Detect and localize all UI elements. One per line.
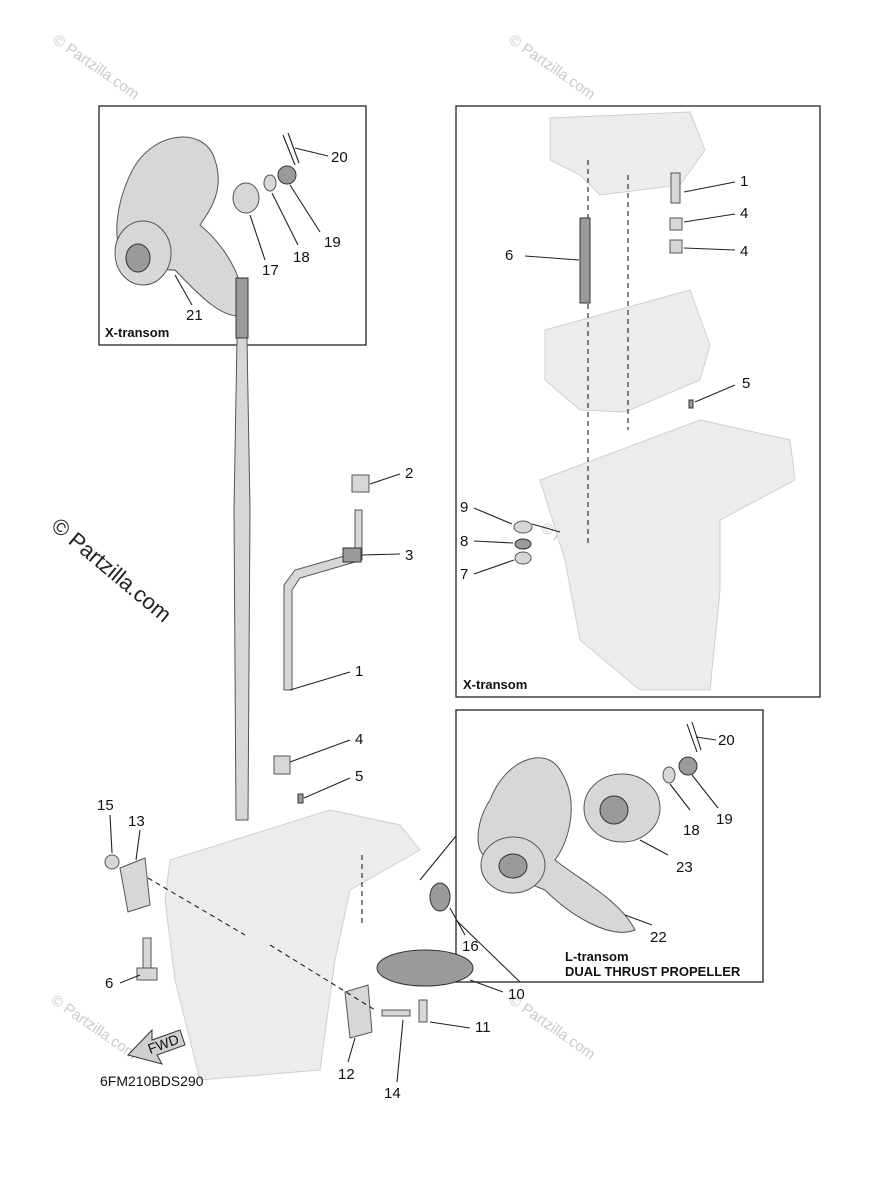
callout-m-16: 16 [462, 938, 479, 955]
callout-br-20: 20 [718, 732, 735, 749]
washer-8-inset [514, 538, 532, 550]
callout-m-4: 4 [355, 731, 363, 748]
inset-top-left-frame [98, 105, 367, 346]
anode-13 [119, 857, 151, 913]
stud-bolt-6-inset [579, 217, 591, 304]
callout-br-23: 23 [676, 859, 693, 876]
upper-casing-ghost [549, 111, 706, 196]
callout-tr-1: 1 [740, 173, 748, 190]
water-pipe-1 [283, 509, 363, 691]
callout-tr-4a: 4 [740, 205, 748, 222]
main-assembly: 2 3 1 4 5 15 13 6 16 10 11 12 14 FWD 6FM… [97, 277, 525, 1102]
watermark-top-left: © Partzilla.com [50, 31, 143, 103]
nut-7-inset [514, 551, 532, 565]
washer-16 [429, 882, 451, 912]
watermark-main: © Partzilla.com [47, 513, 177, 627]
propeller-22-bore [498, 853, 528, 879]
anode-12 [344, 984, 373, 1039]
pin-5-inset [688, 399, 694, 409]
inset-top-left-caption: X-transom [105, 325, 169, 340]
callout-br-18: 18 [683, 822, 700, 839]
callout-tl-17: 17 [262, 262, 279, 279]
inset-bottom-right-caption-1: L-transom [565, 949, 629, 964]
cotter-pin-20 [282, 132, 300, 166]
drive-shaft-splines [235, 277, 249, 339]
bolt-11 [418, 999, 428, 1023]
callout-br-19: 19 [716, 811, 733, 828]
inset-top-right: 1 4 4 6 5 9 8 7 X-transom [460, 111, 796, 692]
callout-m-3: 3 [405, 547, 413, 564]
washer-18-br [662, 766, 676, 784]
forward-arrow: FWD [127, 1028, 186, 1065]
washer-18 [263, 174, 277, 192]
grommet-2 [351, 474, 370, 493]
cotter-pin-20-br [686, 721, 702, 753]
bolt-6-head [136, 967, 158, 981]
grommet-4-main [273, 755, 291, 775]
callout-m-2: 2 [405, 465, 413, 482]
callout-tl-18: 18 [293, 249, 310, 266]
watermark-top-center: © Partzilla.com [506, 31, 599, 103]
lower-unit-ghost-inset [539, 419, 796, 691]
callout-tr-4b: 4 [740, 243, 748, 260]
inset-top-right-caption: X-transom [463, 677, 527, 692]
callout-m-6: 6 [105, 975, 113, 992]
callout-m-10: 10 [508, 986, 525, 1003]
bolt-6-main [142, 937, 152, 969]
drive-shaft [233, 281, 251, 821]
watermark-bottom-left: © Partzilla.com [48, 991, 141, 1063]
inset-bottom-right-caption-2: DUAL THRUST PROPELLER [565, 964, 741, 979]
callout-m-14: 14 [384, 1085, 401, 1102]
thrust-hub-23-inner [599, 795, 629, 825]
screw-14 [381, 1009, 411, 1017]
nut-19-br [678, 756, 698, 776]
grommet-3 [342, 547, 362, 563]
callout-m-11: 11 [475, 1019, 491, 1036]
propeller-21-hub-bore [125, 243, 151, 273]
lower-unit-casing-ghost [164, 809, 421, 1081]
callout-tr-6: 6 [505, 247, 513, 264]
callout-br-22: 22 [650, 929, 667, 946]
spacer-17 [232, 182, 260, 214]
inset-top-left: 20 17 18 19 21 X-transom [105, 132, 348, 340]
callout-m-15: 15 [97, 797, 114, 814]
pin-5-main [297, 793, 304, 804]
washer-9-inset [513, 520, 533, 534]
callout-m-5: 5 [355, 768, 363, 785]
inset-connector-upper [419, 835, 457, 881]
callout-m-13: 13 [128, 813, 145, 830]
callout-m-12: 12 [338, 1066, 355, 1083]
callout-m-1: 1 [355, 663, 363, 680]
diagram-code: 6FM210BDS290 [100, 1073, 204, 1089]
inset-top-right-frame [455, 105, 821, 698]
grommet-4a-inset [669, 217, 683, 231]
grommet-4b-inset [669, 239, 683, 254]
pipe-1-inset [670, 172, 681, 204]
nut-19 [277, 165, 297, 185]
callout-tr-7: 7 [460, 566, 468, 583]
callout-tl-21: 21 [186, 307, 203, 324]
inset-connector-lower-diag [455, 919, 521, 983]
callout-tr-5: 5 [742, 375, 750, 392]
callout-tr-9: 9 [460, 499, 468, 516]
trim-tab-plate-10 [376, 949, 474, 987]
inset-bottom-right: 20 19 18 23 22 L-transom DUAL THRUST PRO… [477, 721, 741, 979]
callout-tl-20: 20 [331, 149, 348, 166]
callout-tl-19: 19 [324, 234, 341, 251]
nut-15 [104, 854, 120, 870]
callout-tr-8: 8 [460, 533, 468, 550]
